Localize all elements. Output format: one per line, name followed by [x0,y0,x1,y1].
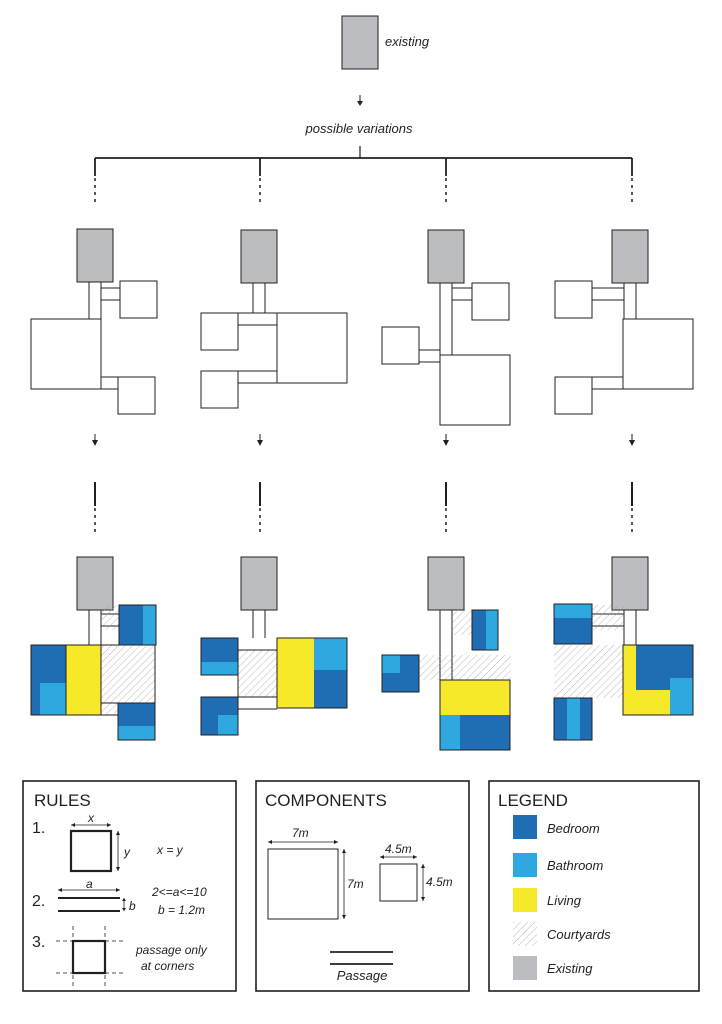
components-panel: COMPONENTS 7m 7m 4.5m 4.5m Passage [255,780,470,992]
legend-title: LEGEND [498,791,568,810]
rule-3-corners [56,926,124,986]
component-large-width: 7m [292,826,309,840]
rule-1-text: x = y [156,843,184,857]
rule-1-dim-x: x [87,811,95,825]
variation-2-colored [200,556,348,736]
variation-1-colored [30,556,157,741]
existing-label: existing [385,34,430,49]
tree-connector [94,146,633,204]
row-connectors [94,434,633,534]
possible-variations-label: possible variations [305,121,413,136]
rules-title: RULES [34,791,91,810]
legend-label-bathroom: Bathroom [547,858,604,873]
rule-2-text-2: b = 1.2m [158,903,205,917]
variation-4-colored [553,556,694,741]
rule-3-text-2: at corners [141,959,194,973]
variation-3-outline [381,229,511,426]
component-large-height: 7m [347,877,364,891]
rule-1-dim-y: y [123,845,131,859]
component-passage-label: Passage [337,968,388,983]
component-small-room [379,855,425,902]
rule-2-number: 2. [32,893,45,910]
variation-1-outline [30,228,158,415]
arrow-down-top [357,95,363,106]
legend-swatch-existing [513,956,537,980]
component-passage [330,951,393,965]
legend-label-courtyards: Courtyards [547,927,611,942]
legend-swatch-courtyards [513,922,537,946]
variation-2-outline [200,229,348,409]
rule-3-text-1: passage only [135,943,208,957]
rule-2-dim-b: b [129,899,136,913]
legend-label-living: Living [547,893,582,908]
variation-4-outline [554,229,694,415]
legend-swatch-bathroom [513,853,537,877]
component-small-height: 4.5m [426,875,453,889]
rule-2-text-1: 2<=a<=10 [151,885,207,899]
component-large-room [267,840,346,920]
row-arrowheads [92,440,635,446]
rule-1-number: 1. [32,820,45,837]
component-small-width: 4.5m [385,842,412,856]
components-title: COMPONENTS [265,791,387,810]
rule-1-square [69,823,120,873]
rule-2-passage [58,888,126,912]
existing-block-top [341,15,379,70]
variation-3-colored [381,556,511,751]
legend-swatch-living [513,888,537,912]
legend-label-bedroom: Bedroom [547,821,600,836]
rule-2-dim-a: a [86,877,93,891]
rule-3-number: 3. [32,934,45,951]
legend-panel: LEGEND Bedroom Bathroom Living Courtyard… [488,780,700,992]
legend-swatch-bedroom [513,815,537,839]
legend-label-existing: Existing [547,961,593,976]
rules-panel: RULES 1. x y x = y 2. a b 2<=a<=10 b = 1… [22,780,237,992]
